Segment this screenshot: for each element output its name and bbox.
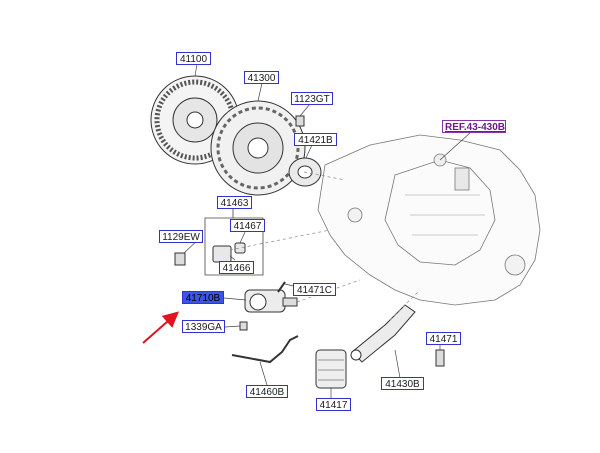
part-label-41421B[interactable]: 41421B (294, 133, 337, 146)
part-label-41430B[interactable]: 41430B (381, 377, 424, 390)
bolt-part (295, 115, 305, 127)
part-label-1123GT[interactable]: 1123GT (291, 92, 333, 105)
pointer-arrow (142, 311, 180, 344)
part-label-41100[interactable]: 41100 (176, 52, 211, 65)
pivot-pin-part (435, 349, 445, 367)
slave-cylinder-part (244, 289, 298, 313)
part-label-1339GA[interactable]: 1339GA (182, 320, 225, 333)
boot-part (315, 349, 347, 389)
part-label-41471C[interactable]: 41471C (293, 283, 336, 296)
part-label-41300[interactable]: 41300 (244, 71, 279, 84)
clutch-disc-part (150, 75, 240, 165)
part-label-41466[interactable]: 41466 (219, 261, 254, 274)
part-label-41417[interactable]: 41417 (316, 398, 351, 411)
assembly-dash-lines (229, 171, 421, 321)
part-label-41710B-selected[interactable]: 41710B (182, 291, 224, 304)
release-fork-part (350, 304, 416, 363)
clutch-pipe-part (277, 281, 286, 293)
part-label-41467[interactable]: 41467 (230, 219, 265, 232)
part-label-41460B[interactable]: 41460B (246, 385, 288, 398)
part-label-41471[interactable]: 41471 (426, 332, 461, 345)
clutch-hose-part (231, 335, 299, 364)
reference-link-43-430B[interactable]: REF.43-430B (442, 120, 506, 133)
pressure-plate-part (210, 100, 306, 196)
small-bolt-part (239, 321, 248, 331)
transmission-housing (317, 134, 541, 306)
part-label-41463[interactable]: 41463 (217, 196, 252, 209)
part-label-1129EW[interactable]: 1129EW (159, 230, 203, 243)
group-bracket-41463 (204, 208, 264, 276)
